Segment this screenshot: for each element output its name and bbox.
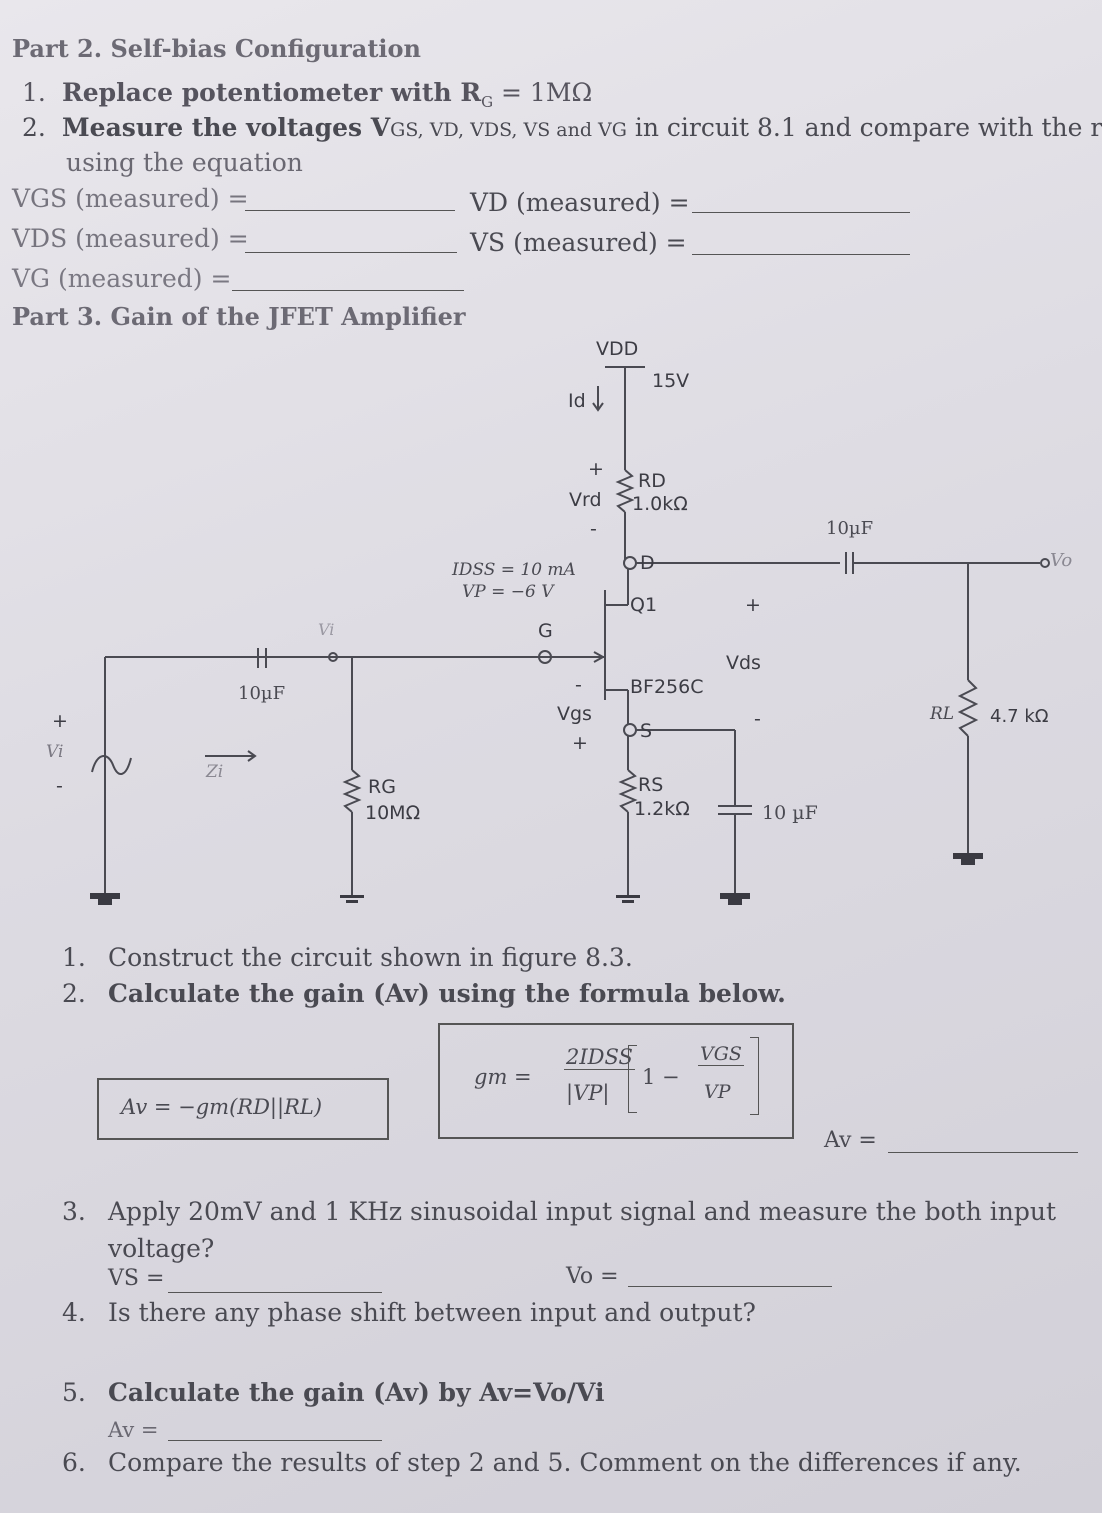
vs-label: VS = [108, 1266, 165, 1291]
part3-title: Part 3. Gain of the JFET Amplifier [12, 302, 466, 331]
vrd-plus: + [588, 458, 604, 480]
vds-measured-blank[interactable] [245, 252, 457, 253]
vi-label: Vi [46, 742, 64, 762]
cout-label: 10µF [826, 518, 874, 539]
vdd-label: VDD [596, 338, 639, 360]
rd-value: 1.0kΩ [632, 493, 688, 515]
ground-rl [953, 853, 983, 859]
vds-plus: + [745, 594, 761, 616]
output-terminal [1040, 558, 1050, 568]
cs-label: 10 µF [762, 802, 818, 824]
av-calculated-blank[interactable] [888, 1152, 1078, 1153]
vdd-value: 15V [652, 370, 690, 392]
step1: 1.Construct the circuit shown in figure … [62, 943, 633, 972]
vs-measured-blank[interactable] [692, 254, 910, 255]
gm-one-minus: 1 − [642, 1065, 680, 1089]
vd-measured-label: VD (measured) = [470, 188, 690, 217]
rs-resistor [618, 769, 638, 813]
part2-step2: 2.Measure the voltages VGS, VD, VDS, VS … [22, 113, 1102, 142]
gm-vgs: VGS [698, 1043, 744, 1066]
gate-label: G [538, 620, 553, 642]
ground-cs [720, 893, 750, 899]
av-formula-box: Av = −gm(RD||RL) [97, 1078, 389, 1140]
rl-value: 4.7 kΩ [990, 706, 1049, 727]
step5: 5.Calculate the gain (Av) by Av=Vo/Vi [62, 1378, 605, 1407]
vrd-minus: - [590, 518, 597, 540]
vp-label: VP = −6 V [462, 582, 554, 602]
ground-source [90, 893, 120, 899]
cin-label: 10µF [238, 683, 286, 704]
rs-label: RS [638, 774, 664, 796]
vgs-measured-blank[interactable] [245, 210, 455, 211]
rg-label: RG [368, 776, 396, 798]
vrd-label: Vrd [569, 489, 602, 511]
gm-formula-box: gm = 2IDSS |VP| 1 − VGS VP [438, 1023, 794, 1139]
rl-label: RL [930, 704, 955, 724]
rl-resistor [957, 679, 979, 737]
bracket-right [750, 1037, 759, 1115]
step5-av-label: Av = [108, 1418, 159, 1442]
ground-rs [616, 895, 640, 898]
vd-measured-blank[interactable] [692, 212, 910, 213]
rs-value: 1.2kΩ [634, 798, 690, 820]
step6: 6.Compare the results of step 2 and 5. C… [62, 1448, 1022, 1477]
gm-denominator: |VP| [566, 1081, 610, 1105]
rd-label: RD [638, 470, 666, 492]
step5-av-blank[interactable] [168, 1440, 382, 1441]
vgs-label: Vgs [557, 703, 592, 725]
drain-node [623, 556, 637, 570]
vs-measured-label: VS (measured) = [470, 228, 687, 257]
vo-label: Vo = [566, 1264, 619, 1289]
part2-title: Part 2. Self-bias Configuration [12, 34, 422, 63]
vs-blank[interactable] [168, 1292, 382, 1293]
rg-resistor [342, 769, 362, 813]
rg-value: 10MΩ [365, 802, 421, 824]
drain-label: D [640, 552, 655, 574]
part2-step2-cont: using the equation [66, 148, 303, 177]
ground-symbols [90, 853, 983, 905]
gm-lhs: gm = [474, 1065, 532, 1089]
vds-minus: - [754, 708, 761, 730]
vin-node-label: Vi [318, 620, 335, 639]
model-label: BF256C [630, 676, 704, 698]
ground-rg [340, 895, 364, 898]
vg-measured-blank[interactable] [232, 290, 464, 291]
step3: 3.Apply 20mV and 1 KHz sinusoidal input … [62, 1197, 1057, 1226]
av-calculated-label: Av = [824, 1128, 877, 1153]
source-node [623, 723, 637, 737]
vgs-measured-label: VGS (measured) = [12, 184, 249, 213]
ac-source-symbol [91, 755, 132, 775]
rd-resistor [615, 469, 635, 513]
gm-vp: VP [704, 1081, 731, 1103]
part2-step1: 1.Replace potentiometer with RG = 1MΩ [22, 78, 593, 111]
vds-measured-label: VDS (measured) = [12, 224, 249, 253]
step4: 4.Is there any phase shift between input… [62, 1298, 756, 1327]
source-label: S [640, 720, 653, 742]
av-formula: Av = −gm(RD||RL) [121, 1095, 323, 1119]
vi-plus: + [52, 710, 68, 732]
vo-terminal-label: Vo [1050, 550, 1073, 571]
vo-blank[interactable] [628, 1286, 832, 1287]
vg-measured-label: VG (measured) = [12, 264, 232, 293]
gm-numerator: 2IDSS [564, 1045, 635, 1070]
gate-node [538, 650, 552, 664]
jfet-amplifier-schematic [90, 366, 1050, 905]
bracket-left [628, 1045, 637, 1113]
step3-cont: voltage? [108, 1234, 215, 1263]
step2: 2.Calculate the gain (Av) using the form… [62, 979, 786, 1008]
idss-label: IDSS = 10 mA [452, 560, 576, 580]
vin-node [328, 652, 338, 662]
id-label: Id [568, 390, 586, 412]
vgs-plus: + [572, 732, 588, 754]
vds-label: Vds [726, 652, 761, 674]
gate-arrow [593, 651, 606, 663]
vi-minus: - [56, 775, 63, 797]
vgs-minus: - [575, 674, 582, 696]
zi-label: Zi [206, 762, 224, 782]
q1-label: Q1 [630, 594, 658, 616]
